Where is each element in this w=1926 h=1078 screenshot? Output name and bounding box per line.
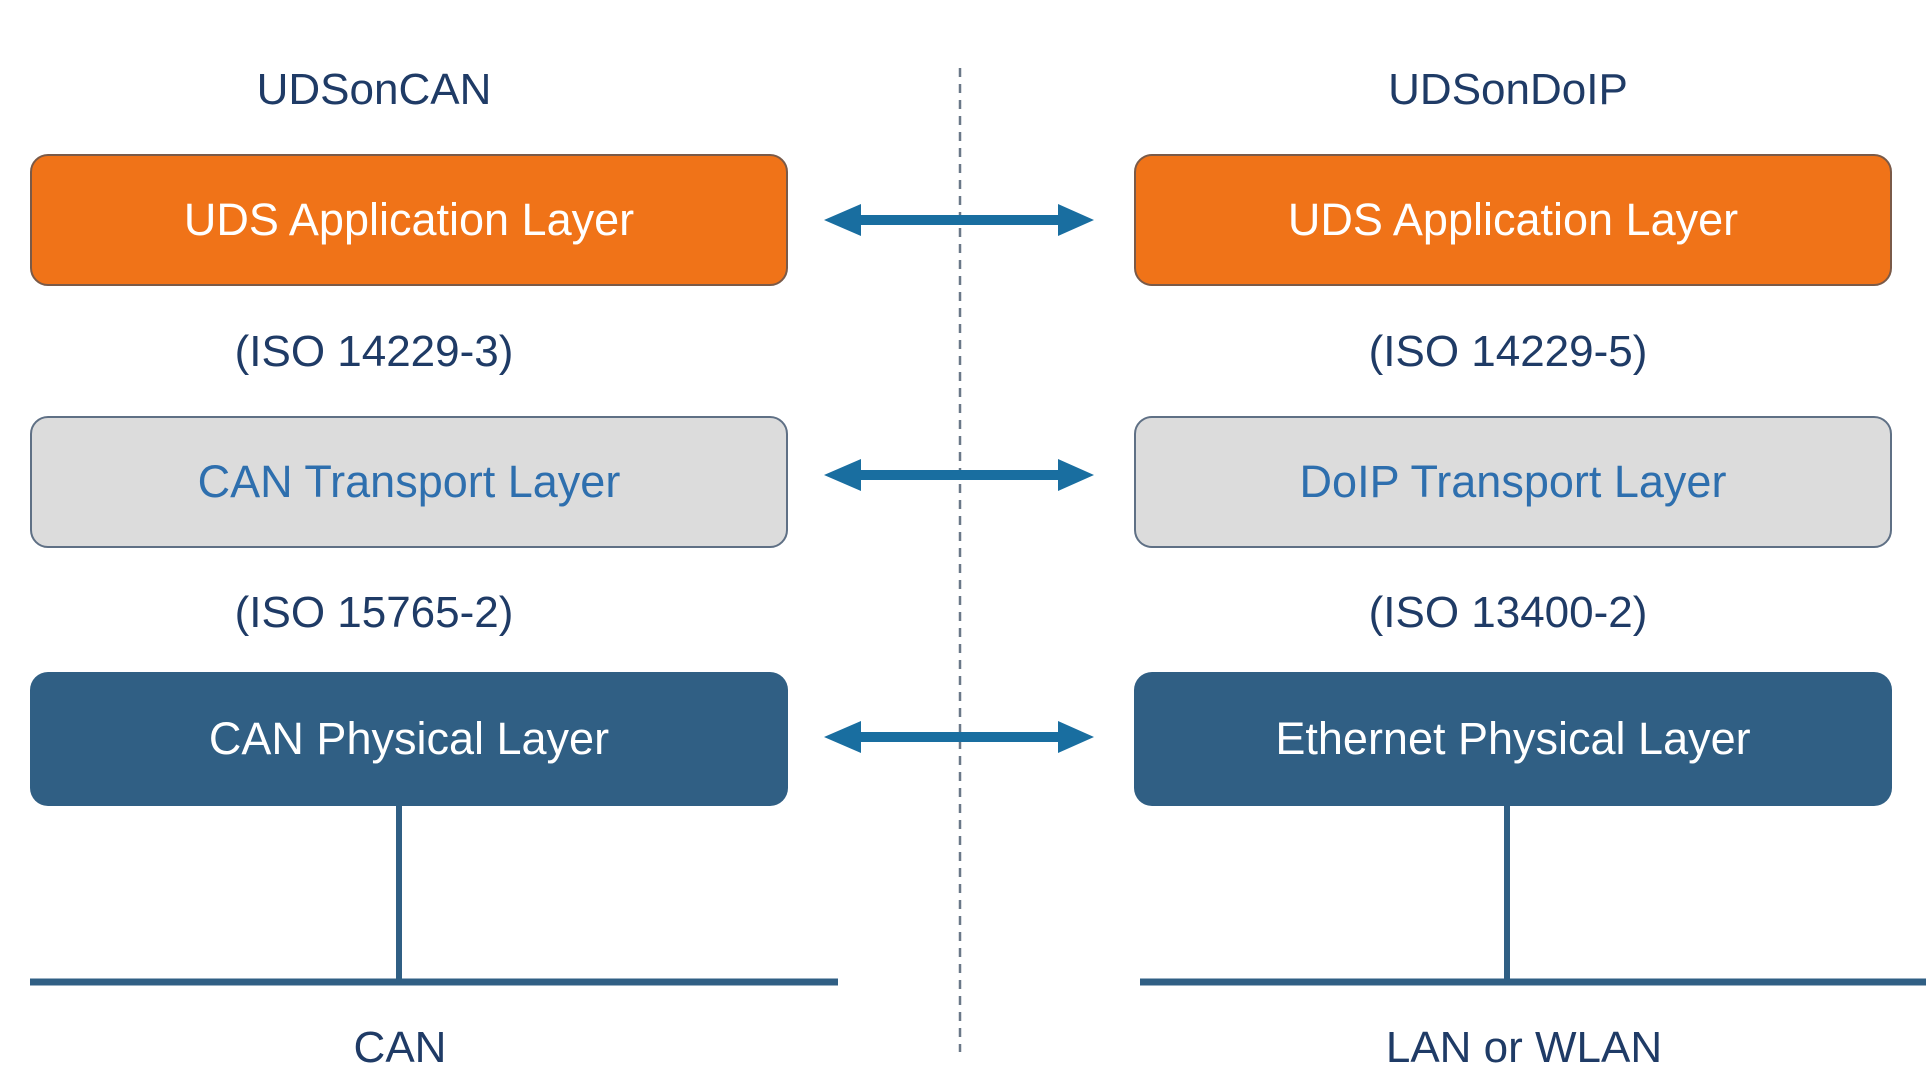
left-physical-layer: CAN Physical Layer <box>30 672 788 806</box>
right-application-layer: UDS Application Layer <box>1134 154 1892 286</box>
left-stack-heading: UDSonCAN <box>256 65 492 114</box>
right-application-standard: (ISO 14229-5) <box>1368 327 1648 376</box>
right-physical-layer: Ethernet Physical Layer <box>1134 672 1892 806</box>
left-transport-layer: CAN Transport Layer <box>30 416 788 548</box>
right-bus-label: LAN or WLAN <box>1385 1023 1663 1072</box>
left-application-layer: UDS Application Layer <box>30 154 788 286</box>
arrow-application <box>824 204 1094 236</box>
arrow-transport <box>824 459 1094 491</box>
left-application-standard: (ISO 14229-3) <box>234 327 514 376</box>
right-transport-layer: DoIP Transport Layer <box>1134 416 1892 548</box>
right-transport-standard: (ISO 13400-2) <box>1368 588 1648 637</box>
left-bus-label: CAN <box>353 1023 447 1072</box>
arrow-physical <box>824 721 1094 753</box>
right-stack-heading: UDSonDoIP <box>1388 65 1628 114</box>
left-transport-standard: (ISO 15765-2) <box>234 588 514 637</box>
